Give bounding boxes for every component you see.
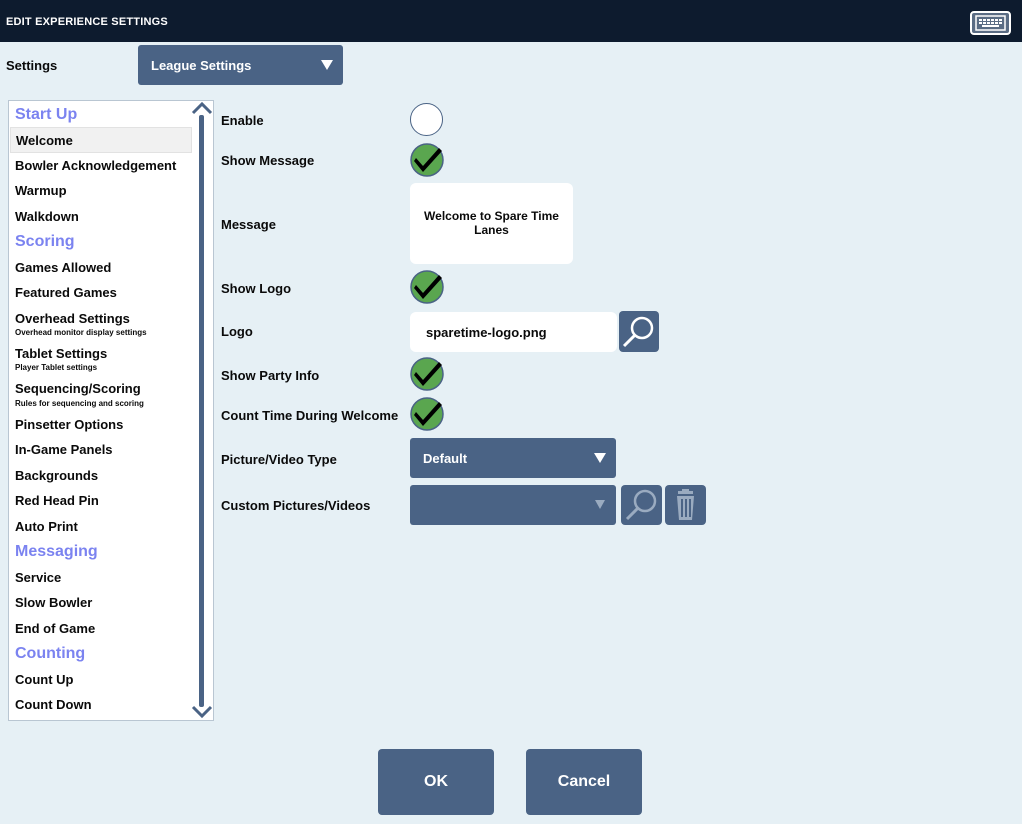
trash-icon	[677, 489, 694, 520]
sidebar-item-warmup[interactable]: Warmup	[15, 183, 67, 198]
sidebar-item-overhead-settings[interactable]: Overhead Settings	[15, 311, 130, 326]
logo-label: Logo	[221, 324, 253, 339]
chevron-down-icon	[595, 500, 605, 509]
chevron-down-icon	[594, 453, 606, 463]
custom-media-label: Custom Pictures/Videos	[221, 498, 371, 513]
chevron-up-icon[interactable]	[191, 101, 213, 115]
picture-video-type-label: Picture/Video Type	[221, 452, 337, 467]
show-logo-toggle[interactable]	[410, 270, 444, 304]
sidebar-item-auto-print[interactable]: Auto Print	[15, 519, 78, 534]
picture-video-type-value: Default	[423, 451, 468, 466]
custom-media-delete-button[interactable]	[665, 485, 706, 525]
settings-dropdown-value: League Settings	[151, 58, 252, 73]
sidebar-item-walkdown[interactable]: Walkdown	[15, 209, 79, 224]
count-time-label: Count Time During Welcome	[221, 408, 399, 423]
chevron-down-icon[interactable]	[191, 705, 213, 719]
search-icon	[622, 316, 654, 348]
sidebar-category-messaging: Messaging	[15, 543, 98, 560]
check-icon	[414, 362, 442, 386]
show-message-toggle[interactable]	[410, 143, 444, 177]
custom-media-dropdown[interactable]	[410, 485, 616, 525]
window-title: EDIT EXPERIENCE SETTINGS	[6, 16, 168, 28]
sidebar-item-in-game-panels[interactable]: In-Game Panels	[15, 442, 113, 457]
logo-field[interactable]: sparetime-logo.png	[410, 312, 617, 352]
sidebar-item-sequencing-scoring[interactable]: Sequencing/Scoring	[15, 381, 141, 396]
enable-toggle[interactable]	[410, 103, 443, 136]
check-icon	[414, 275, 442, 299]
logo-browse-button[interactable]	[619, 311, 659, 352]
check-icon	[414, 402, 442, 426]
search-icon	[625, 489, 657, 521]
sidebar-item-slow-bowler[interactable]: Slow Bowler	[15, 595, 93, 610]
settings-sidebar[interactable]: Start Up Welcome Bowler Acknowledgement …	[8, 100, 214, 721]
show-party-info-toggle[interactable]	[410, 357, 444, 391]
enable-label: Enable	[221, 113, 264, 128]
message-label: Message	[221, 217, 276, 232]
sidebar-item-subtitle: Rules for sequencing and scoring	[15, 399, 144, 408]
sidebar-scrollbar[interactable]	[199, 115, 204, 707]
custom-media-browse-button[interactable]	[621, 485, 662, 525]
sidebar-item-red-head-pin[interactable]: Red Head Pin	[15, 493, 99, 508]
sidebar-category-scoring: Scoring	[15, 233, 75, 250]
check-icon	[414, 148, 442, 172]
sidebar-item-end-of-game[interactable]: End of Game	[15, 621, 96, 636]
show-logo-label: Show Logo	[221, 281, 292, 296]
keyboard-button[interactable]	[970, 11, 1011, 35]
settings-dropdown[interactable]: League Settings	[138, 45, 343, 85]
sidebar-item-pinsetter-options[interactable]: Pinsetter Options	[15, 417, 124, 432]
title-bar: EDIT EXPERIENCE SETTINGS	[0, 0, 1022, 42]
message-field[interactable]: Welcome to Spare Time Lanes	[410, 183, 573, 264]
sidebar-item-bowler-acknowledgement[interactable]: Bowler Acknowledgement	[15, 158, 177, 173]
chevron-down-icon	[321, 60, 333, 70]
keyboard-icon	[975, 15, 1006, 31]
sidebar-item-subtitle: Player Tablet settings	[15, 363, 98, 372]
sidebar-item-games-allowed[interactable]: Games Allowed	[15, 260, 112, 275]
ok-button[interactable]: OK	[378, 749, 494, 815]
cancel-button[interactable]: Cancel	[526, 749, 642, 815]
sidebar-item-service[interactable]: Service	[15, 570, 62, 585]
show-message-label: Show Message	[221, 153, 315, 168]
sidebar-item-subtitle: Overhead monitor display settings	[15, 328, 147, 337]
show-party-info-label: Show Party Info	[221, 368, 320, 383]
sidebar-item-count-up[interactable]: Count Up	[15, 672, 74, 687]
count-time-toggle[interactable]	[410, 397, 444, 431]
sidebar-item-backgrounds[interactable]: Backgrounds	[15, 468, 99, 483]
sidebar-item-welcome[interactable]: Welcome	[10, 127, 192, 153]
picture-video-type-dropdown[interactable]: Default	[410, 438, 616, 478]
sidebar-item-count-down[interactable]: Count Down	[15, 697, 92, 712]
sidebar-item-featured-games[interactable]: Featured Games	[15, 285, 117, 300]
sidebar-item-tablet-settings[interactable]: Tablet Settings	[15, 346, 108, 361]
sidebar-category-start-up: Start Up	[15, 106, 78, 123]
sidebar-category-counting: Counting	[15, 645, 86, 662]
settings-label: Settings	[6, 58, 58, 73]
